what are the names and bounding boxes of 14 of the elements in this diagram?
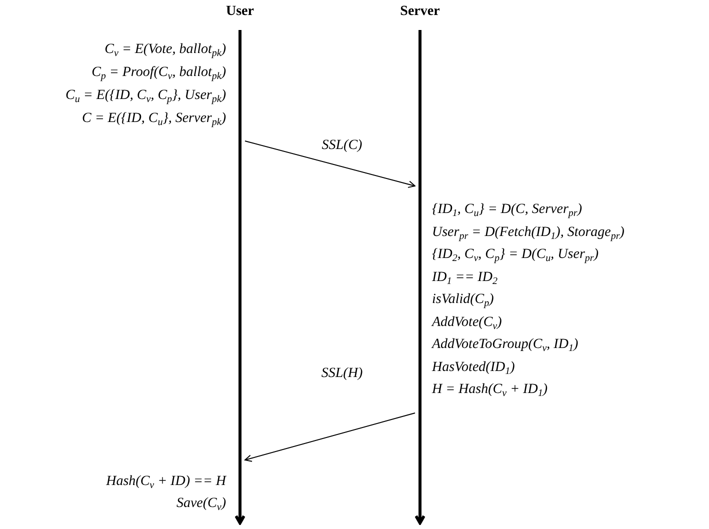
edge-label: SSL(H) bbox=[321, 366, 363, 382]
lifeline-heading: User bbox=[200, 4, 280, 20]
formula: User$_{pr}$ = D(Fetch(ID$_{1}$), Storage$_{pr}$) bbox=[432, 224, 624, 240]
formula: Save(C$_{v}$) bbox=[176, 496, 226, 512]
formula: AddVoteToGroup(C$_{v}$, ID$_{1}$) bbox=[432, 337, 578, 353]
message-arrow bbox=[244, 140, 416, 188]
lifeline-heading: Server bbox=[380, 4, 460, 20]
message-arrow bbox=[244, 412, 416, 462]
edge-label: SSL(C) bbox=[322, 138, 362, 154]
formula: H = Hash(C$_{v}$ + ID$_{1}$) bbox=[432, 382, 548, 398]
formula: Hash(C$_{v}$ + ID) == H bbox=[106, 474, 226, 490]
formula: HasVoted(ID$_{1}$) bbox=[432, 360, 515, 376]
formula: AddVote(C$_{v}$) bbox=[432, 314, 502, 330]
formula: ID$_{1}$ == ID$_{2}$ bbox=[432, 270, 498, 286]
